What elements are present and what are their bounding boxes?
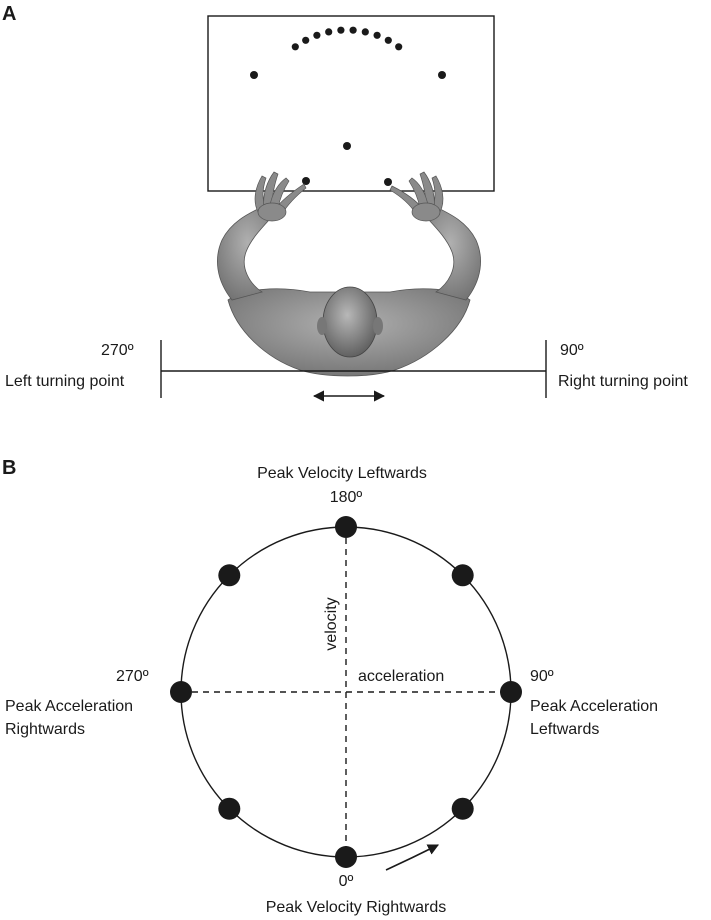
phase-point-90	[500, 681, 522, 703]
bottom-angle-label: 0º	[339, 873, 354, 890]
arc-target-dot	[373, 31, 381, 39]
phase-point-180	[335, 516, 357, 538]
left-label-line-1: Peak Acceleration	[5, 698, 133, 715]
arc-target-dot	[361, 28, 369, 36]
left-turning-point-label: Left turning point	[5, 373, 125, 390]
phase-point-270	[170, 681, 192, 703]
arc-target-dot	[325, 28, 333, 36]
arc-target-dot	[384, 36, 392, 44]
top-angle-label: 180º	[330, 489, 363, 506]
right-angle-label-b: 90º	[530, 668, 554, 685]
target-dot-arc	[291, 26, 403, 51]
finger-dot-right	[384, 178, 392, 186]
right-label-line-1: Peak Acceleration	[530, 698, 658, 715]
person-top-view-icon	[217, 171, 481, 377]
acceleration-axis-label: acceleration	[358, 668, 444, 685]
panel-a-letter: A	[2, 3, 16, 25]
right-angle-label: 90º	[560, 342, 584, 359]
arc-target-dot	[395, 43, 403, 51]
target-screen	[207, 15, 495, 192]
arc-target-dot	[302, 36, 310, 44]
panel-b-letter: B	[2, 457, 16, 479]
arc-target-dot	[291, 43, 299, 51]
top-label: Peak Velocity Leftwards	[257, 465, 427, 482]
arc-target-dot	[313, 31, 321, 39]
right-turning-point-label: Right turning point	[558, 373, 688, 390]
curved-arrow-icon	[385, 844, 440, 871]
phase-point-225	[218, 564, 241, 587]
left-angle-label-b: 270º	[116, 668, 149, 685]
phase-point-0	[335, 846, 357, 868]
phase-point-315	[218, 797, 241, 820]
phase-point-135	[451, 564, 474, 587]
right-label-line-2: Leftwards	[530, 721, 599, 738]
left-angle-label: 270º	[101, 342, 134, 359]
left-label-line-2: Rightwards	[5, 721, 85, 738]
phase-points	[170, 516, 522, 868]
phase-point-45	[451, 797, 474, 820]
target-dot-right	[438, 71, 446, 79]
velocity-axis-label: velocity	[323, 597, 340, 650]
arc-target-dot	[337, 26, 345, 34]
finger-dot-left	[302, 177, 310, 185]
target-dot-left	[250, 71, 258, 79]
target-dot-center	[343, 142, 351, 150]
arc-target-dot	[349, 26, 357, 34]
bottom-label: Peak Velocity Rightwards	[266, 899, 447, 916]
turning-point-axis	[160, 340, 547, 398]
